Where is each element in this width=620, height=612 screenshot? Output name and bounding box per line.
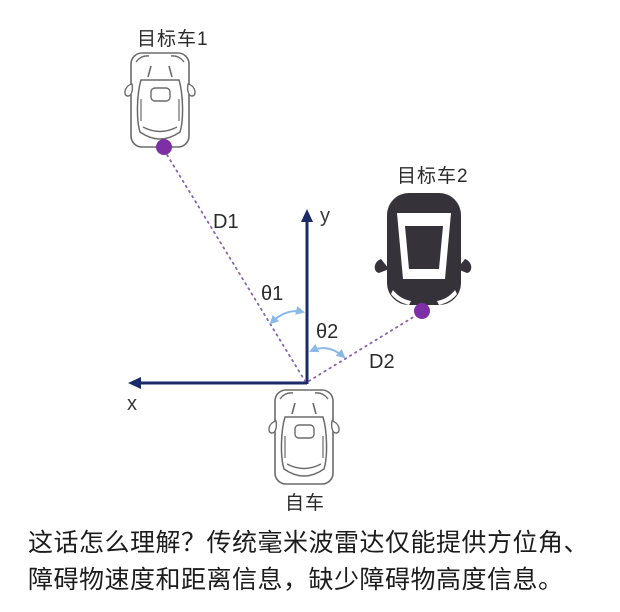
caption-text: 这话怎么理解？传统毫米波雷达仅能提供方位角、 障碍物速度和距离信息，缺少障碍物高… bbox=[28, 525, 603, 599]
theta2-label: θ2 bbox=[316, 321, 339, 343]
d1-label: D1 bbox=[213, 211, 239, 233]
angle-arc-theta2 bbox=[309, 343, 346, 359]
diagram-svg bbox=[124, 52, 472, 485]
caption-line-1: 这话怎么理解？传统毫米波雷达仅能提供方位角、 bbox=[28, 529, 590, 557]
detection-point-target1 bbox=[156, 139, 172, 155]
detection-point-target2 bbox=[414, 303, 430, 319]
theta1-label: θ1 bbox=[261, 283, 284, 305]
caption-line-2: 障碍物速度和距离信息，缺少障碍物高度信息。 bbox=[28, 566, 564, 594]
d2-label: D2 bbox=[369, 351, 395, 373]
target-car-2-label: 目标车2 bbox=[397, 166, 469, 187]
angle-arc-theta1 bbox=[269, 306, 305, 325]
target-car-1-icon bbox=[124, 52, 196, 148]
target-car-2-icon bbox=[374, 193, 472, 305]
ego-car-icon bbox=[268, 389, 340, 485]
x-axis-label: x bbox=[127, 393, 137, 415]
target-car-1-label: 目标车1 bbox=[137, 29, 209, 50]
range-line-d2 bbox=[308, 312, 421, 382]
range-line-d1 bbox=[163, 149, 306, 382]
ego-car-label: 自车 bbox=[285, 493, 326, 514]
y-axis-label: y bbox=[320, 205, 330, 227]
